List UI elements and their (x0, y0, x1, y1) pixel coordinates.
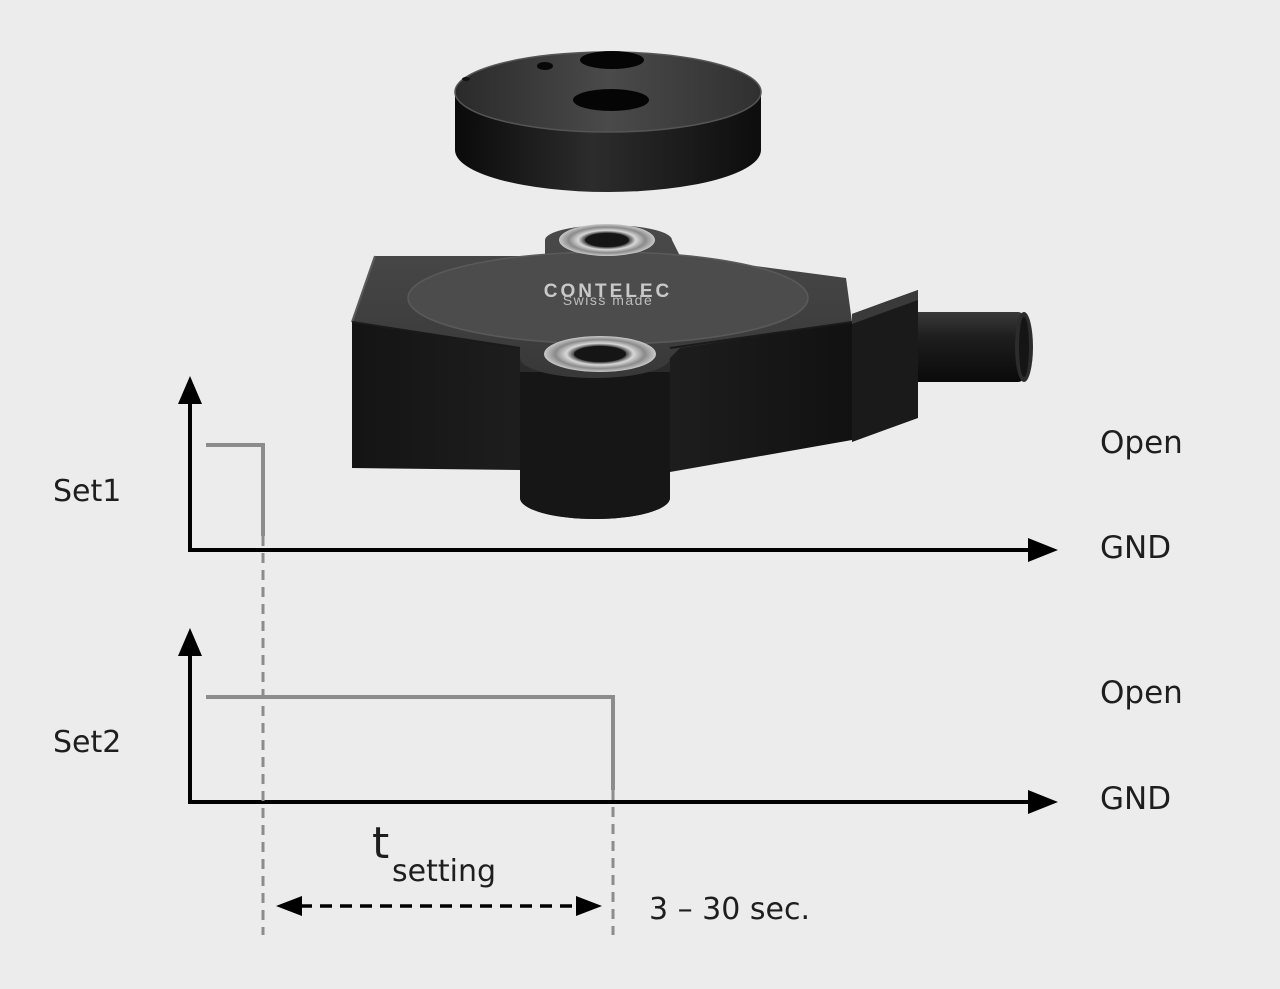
set1-timing (178, 376, 1058, 562)
set1-pulse (206, 443, 265, 536)
level-label-gnd: GND (1100, 781, 1172, 817)
set2-pulse (206, 695, 615, 790)
level-label-open: Open (1100, 675, 1183, 711)
magnet-ring (454, 51, 762, 192)
interval-arrowhead-right (576, 896, 602, 916)
sensor-cable (912, 312, 1033, 382)
set2-y-axis-arrowhead (178, 628, 202, 656)
signal-label-set1: Set1 (53, 474, 122, 509)
ring-bore-hole (573, 89, 649, 111)
set1-x-axis-arrowhead (1028, 538, 1058, 562)
interval-arrowhead-left (276, 896, 302, 916)
ring-pin-hole (537, 62, 553, 70)
interval-symbol: t (372, 818, 390, 869)
interval-subscript: setting (392, 854, 497, 889)
level-label-gnd: GND (1100, 530, 1172, 566)
setting-interval-arrow (276, 896, 602, 916)
interval-duration: 3 – 30 sec. (649, 892, 810, 927)
ring-bore-hole (580, 51, 644, 69)
signal-label-set2: Set2 (53, 725, 122, 760)
set2-timing (178, 628, 1058, 814)
sensor-body: CONTELEC Swiss made (351, 224, 1033, 519)
set1-y-axis-arrowhead (178, 376, 202, 404)
level-label-open: Open (1100, 425, 1183, 461)
product-tagline-text: Swiss made (563, 292, 653, 308)
product-brand-text: CONTELEC (544, 281, 673, 302)
set2-x-axis-arrowhead (1028, 790, 1058, 814)
